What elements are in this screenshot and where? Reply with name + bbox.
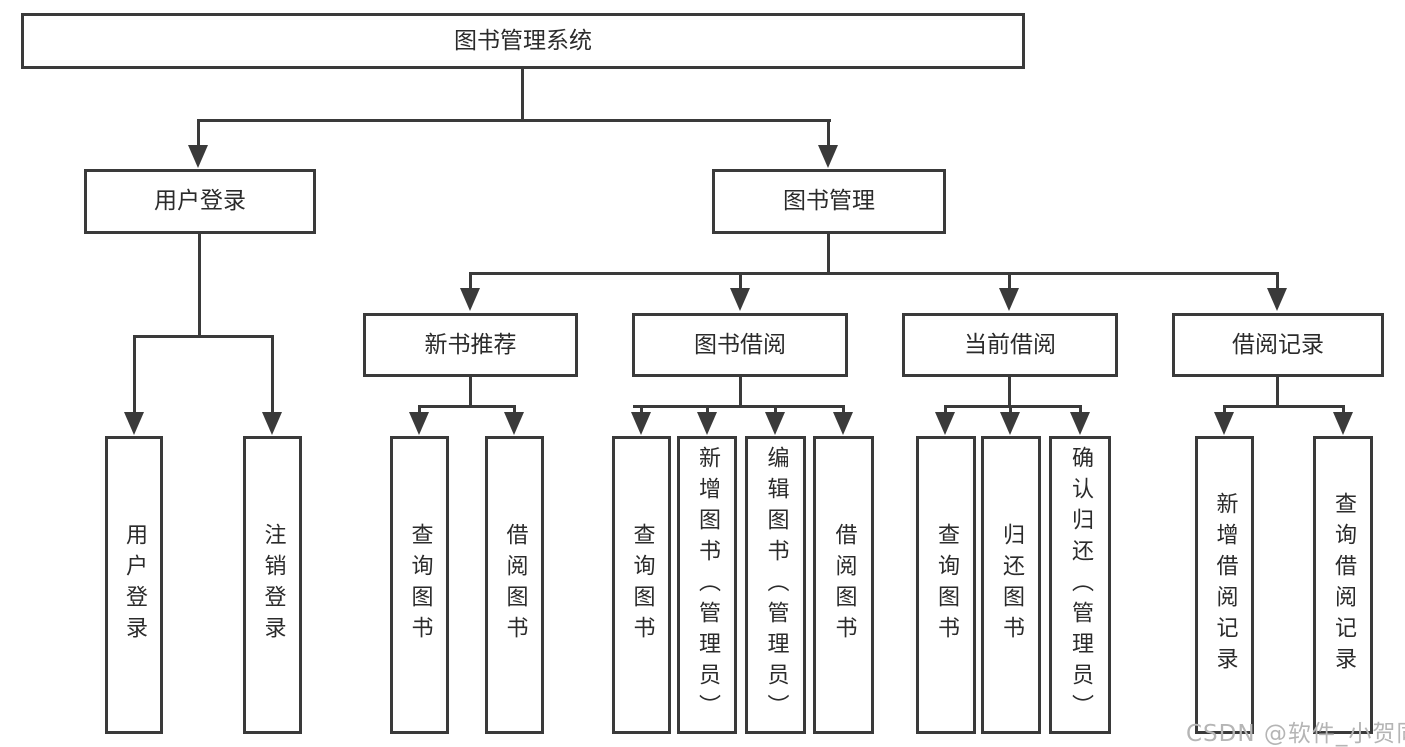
connector-user-login-stem — [198, 233, 201, 337]
connector-level1-rail — [197, 119, 831, 122]
node-label: 图书管理 — [783, 188, 875, 214]
node-library-management-system: 图书管理系统 — [21, 13, 1025, 69]
arrow-down-icon — [1214, 412, 1234, 435]
connector-stem — [706, 405, 709, 415]
node-label: 归还图书 — [999, 523, 1024, 647]
arrow-down-icon — [935, 412, 955, 435]
connector-rail — [944, 405, 1082, 408]
connector-stem — [1009, 405, 1012, 415]
connector-rail — [418, 405, 516, 408]
arrow-down-icon — [730, 288, 750, 311]
arrow-down-icon — [188, 145, 208, 168]
node-label: 查询图书 — [934, 523, 959, 647]
node-label: 新增借阅记录 — [1212, 492, 1238, 678]
arrow-down-icon — [818, 145, 838, 168]
connector-stem — [774, 405, 777, 415]
node-label: 图书管理系统 — [454, 27, 592, 54]
connector-stem — [1079, 405, 1082, 415]
connector-user-login-rail — [133, 335, 274, 338]
connector-stem — [842, 405, 845, 415]
connector-stem — [513, 405, 516, 415]
connector-stem — [1276, 272, 1279, 290]
arrow-down-icon — [124, 412, 144, 435]
arrow-down-icon — [460, 288, 480, 311]
connector-root-stem — [521, 67, 524, 121]
connector-rail — [1224, 405, 1345, 408]
node-label: 用户登录 — [122, 523, 147, 647]
csdn-watermark: CSDN @软件_小贺同学 — [1186, 721, 1405, 747]
connector-stem — [944, 405, 947, 415]
arrow-down-icon — [765, 412, 785, 435]
node-label: 注销登录 — [260, 523, 286, 647]
connector-stem — [469, 376, 472, 408]
arrow-down-icon — [631, 412, 651, 435]
arrow-down-icon — [1267, 288, 1287, 311]
node-label: 确认归还（管理员） — [1068, 445, 1093, 725]
node-borrowing-records: 借阅记录 — [1172, 313, 1384, 377]
node-current-borrowing: 当前借阅 — [902, 313, 1118, 377]
node-label: 借阅图书 — [831, 523, 857, 647]
node-query-books: 查询图书 — [916, 436, 976, 734]
node-label: 查询图书 — [629, 523, 655, 647]
node-label: 借阅图书 — [502, 523, 528, 647]
arrow-down-icon — [409, 412, 429, 435]
connector-stem — [197, 119, 200, 148]
connector-stem — [1008, 272, 1011, 290]
node-label: 当前借阅 — [964, 331, 1056, 358]
node-label: 查询借阅记录 — [1331, 492, 1356, 678]
node-book-management: 图书管理 — [712, 169, 946, 234]
connector-stem — [1223, 405, 1226, 415]
connector-book-management-stem — [827, 233, 830, 274]
node-borrow-books: 借阅图书 — [485, 436, 544, 734]
node-label: 编辑图书（管理员） — [763, 445, 789, 725]
connector-stem — [271, 335, 274, 413]
connector-book-management-rail — [469, 272, 1279, 275]
connector-stem — [739, 376, 742, 408]
connector-stem — [1008, 376, 1011, 408]
arrow-down-icon — [262, 412, 282, 435]
connector-stem — [827, 119, 830, 148]
arrow-down-icon — [833, 412, 853, 435]
node-label: 查询图书 — [407, 523, 433, 647]
connector-stem — [1276, 376, 1279, 408]
arrow-down-icon — [697, 412, 717, 435]
node-confirm-return-admin: 确认归还（管理员） — [1049, 436, 1111, 734]
node-label: 新增图书（管理员） — [695, 445, 720, 725]
connector-stem — [640, 405, 643, 415]
node-logout: 注销登录 — [243, 436, 302, 734]
node-label: 图书借阅 — [694, 331, 786, 358]
connector-rail — [633, 405, 845, 408]
node-label: 用户登录 — [154, 188, 246, 214]
connector-stem — [133, 335, 136, 413]
arrow-down-icon — [999, 288, 1019, 311]
node-label: 借阅记录 — [1232, 331, 1324, 358]
arrow-down-icon — [1070, 412, 1090, 435]
arrow-down-icon — [1333, 412, 1353, 435]
node-label: 新书推荐 — [424, 331, 517, 358]
node-query-books: 查询图书 — [612, 436, 671, 734]
node-borrow-books: 借阅图书 — [813, 436, 874, 734]
node-query-books: 查询图书 — [390, 436, 449, 734]
node-add-borrow-record: 新增借阅记录 — [1195, 436, 1254, 734]
node-edit-books-admin: 编辑图书（管理员） — [745, 436, 806, 734]
node-user-login-leaf: 用户登录 — [105, 436, 163, 734]
node-query-borrow-record: 查询借阅记录 — [1313, 436, 1373, 734]
node-add-books-admin: 新增图书（管理员） — [677, 436, 737, 734]
connector-stem — [418, 405, 421, 415]
connector-stem — [739, 272, 742, 290]
node-user-login: 用户登录 — [84, 169, 316, 234]
arrow-down-icon — [1000, 412, 1020, 435]
node-return-books: 归还图书 — [981, 436, 1041, 734]
connector-stem — [1342, 405, 1345, 415]
connector-stem — [469, 272, 472, 290]
node-new-book-recommendation: 新书推荐 — [363, 313, 578, 377]
arrow-down-icon — [504, 412, 524, 435]
node-book-borrowing: 图书借阅 — [632, 313, 848, 377]
